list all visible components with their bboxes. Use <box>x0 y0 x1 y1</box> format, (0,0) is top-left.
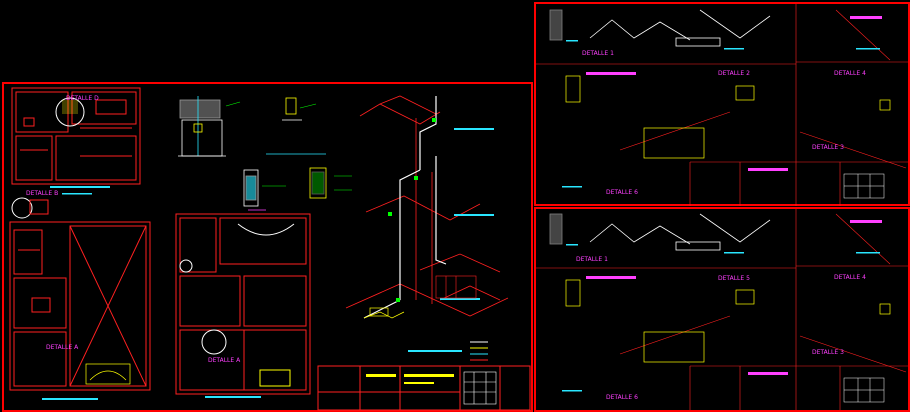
detail-label-5-b: DETALLE 5 <box>718 275 750 282</box>
plan-callout-detalle-a-right: DETALLE A <box>208 357 241 364</box>
isometric-piping <box>345 95 509 317</box>
floor-plan-ground <box>9 199 151 391</box>
detail-sheet-top-drawings <box>536 4 908 206</box>
detail-label-1: DETALLE 1 <box>582 50 614 57</box>
tank-detail <box>178 96 226 157</box>
plan-callout-detalle-b: DETALLE B <box>26 190 59 197</box>
plan-callout-detalle-a-left: DETALLE A <box>46 344 79 351</box>
detail-label-1-b: DETALLE 1 <box>576 256 608 263</box>
detail-sheet-top <box>534 2 910 206</box>
detail-label-4: DETALLE 4 <box>834 70 866 77</box>
floor-plan-upper <box>11 87 141 185</box>
detail-label-3-b: DETALLE 3 <box>812 349 844 356</box>
detail-label-2: DETALLE 2 <box>718 70 750 77</box>
floor-plan-first <box>175 213 311 395</box>
detail-sheet-bottom-drawings <box>536 209 908 410</box>
detail-callout-circle <box>55 97 85 127</box>
detail-sheet-bottom <box>534 207 910 412</box>
title-block-main <box>317 365 531 411</box>
plan-callout-detalle-d: DETALLE D <box>66 95 99 102</box>
detail-label-3: DETALLE 3 <box>812 144 844 151</box>
main-plan-sheet <box>2 82 533 412</box>
detail-label-6: DETALLE 6 <box>606 189 638 196</box>
detail-label-4-b: DETALLE 4 <box>834 274 866 281</box>
detail-label-6-b: DETALLE 6 <box>606 394 638 401</box>
